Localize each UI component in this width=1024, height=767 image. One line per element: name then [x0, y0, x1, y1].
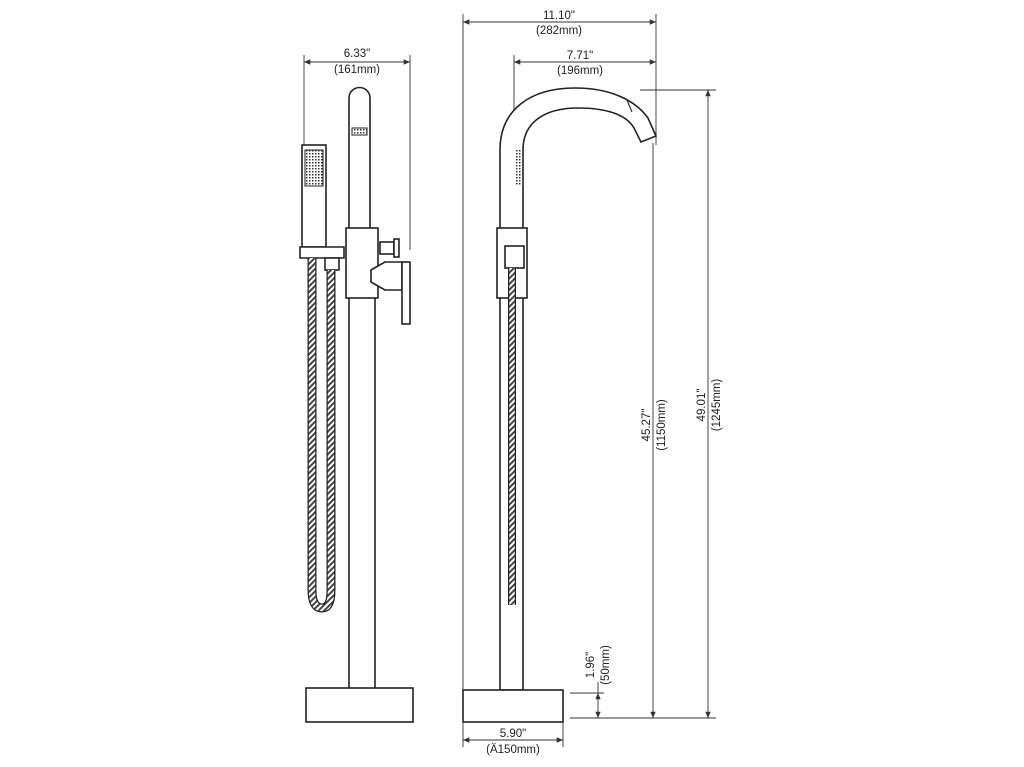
overall-height-dimension: 49.01" (1245mm)	[696, 90, 723, 718]
overall-width-inches: 11.10"	[543, 10, 575, 22]
base-height-mm: (50mm)	[600, 645, 612, 685]
shower-holder-front	[504, 245, 525, 269]
base-height-dimension: 1.96" (50mm)	[570, 645, 612, 718]
shower-hose	[308, 258, 335, 612]
overall-height-inches: 49.01"	[696, 389, 708, 422]
spout-pipe	[348, 86, 371, 230]
front-view: 11.10" (282mm) 7.71" (196mm) 45.27" (115…	[462, 10, 723, 756]
base-diameter-mm: (Ä150mm)	[486, 744, 540, 756]
base-height-inches: 1.96"	[585, 652, 597, 678]
spout-reach-dimension: 7.71" (196mm)	[513, 50, 656, 118]
hand-shower-front	[516, 150, 522, 186]
aerator-outlet	[351, 127, 368, 136]
spout-reach-inches: 7.71"	[567, 50, 593, 62]
spout-height-dimension: 45.27" (1150mm)	[641, 143, 668, 718]
valve-body	[345, 227, 379, 299]
spout-reach-mm: (196mm)	[557, 65, 603, 77]
spout-height-inches: 45.27"	[641, 409, 653, 442]
floor-base-front	[462, 689, 564, 723]
overall-width-dimension: 11.10" (282mm)	[462, 10, 657, 692]
overall-height-mm: (1245mm)	[711, 379, 723, 432]
base-diameter-inches: 5.90"	[500, 728, 526, 740]
overall-width-mm: (282mm)	[536, 25, 582, 37]
riser-pipe	[348, 296, 376, 690]
spout-height-mm: (1150mm)	[656, 399, 668, 451]
side-view: 6.33" (161mm)	[299, 48, 414, 723]
side-width-inches: 6.33"	[344, 48, 370, 60]
side-width-mm: (161mm)	[334, 64, 380, 76]
gooseneck-spout	[499, 87, 658, 232]
lever-handle	[370, 238, 411, 325]
side-width-dimension: 6.33" (161mm)	[303, 48, 411, 250]
hose-connector	[324, 257, 340, 271]
floor-base	[305, 687, 414, 723]
hand-shower	[299, 144, 345, 271]
base-diameter-dimension: 5.90" (Ä150mm)	[462, 722, 564, 756]
